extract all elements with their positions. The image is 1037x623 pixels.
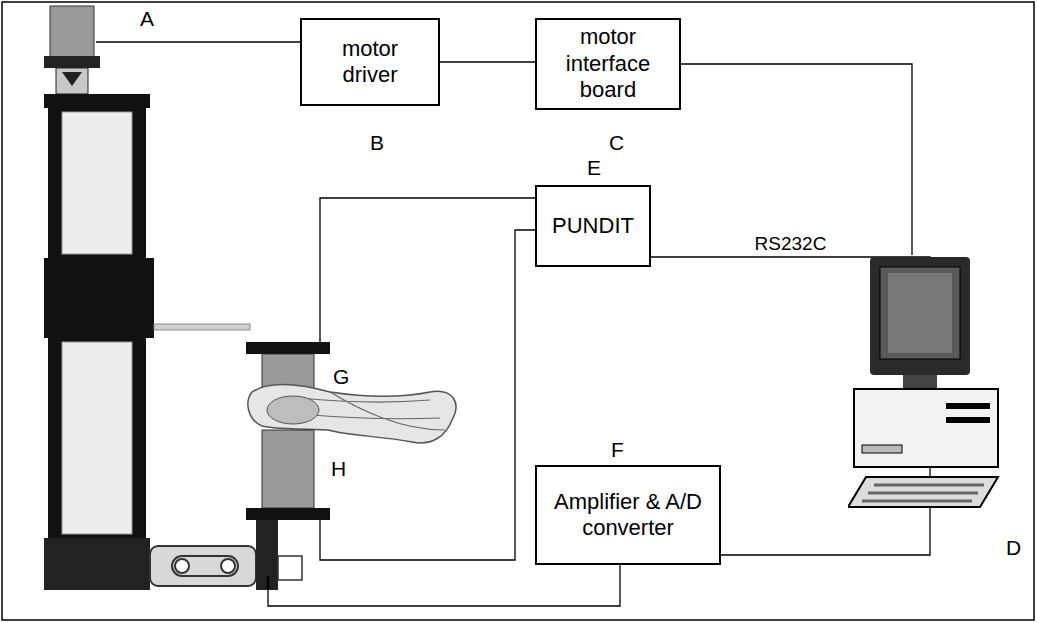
process-box: Amplifier & A/D converterF bbox=[535, 465, 721, 565]
linkage bbox=[172, 556, 238, 576]
linkage bbox=[150, 546, 256, 586]
column bbox=[48, 108, 146, 258]
screen bbox=[880, 267, 960, 359]
process-box: motor interface boardC bbox=[535, 18, 681, 110]
motor bbox=[50, 6, 94, 58]
coupling bbox=[44, 56, 100, 68]
heel bbox=[267, 396, 319, 424]
column bbox=[48, 338, 146, 538]
drive bbox=[946, 417, 990, 423]
computer-node: D bbox=[848, 255, 1003, 523]
monitor-stand bbox=[903, 375, 937, 389]
base bbox=[44, 538, 150, 590]
signal-line bbox=[440, 62, 535, 63]
callout-letter: B bbox=[370, 132, 384, 153]
line bbox=[721, 523, 930, 555]
load-cell bbox=[278, 556, 302, 580]
computer-illustration bbox=[848, 255, 1003, 523]
screen bbox=[888, 273, 952, 353]
edge-label: RS232C bbox=[753, 234, 829, 253]
callout-letter: D bbox=[1006, 537, 1021, 558]
box-text: PUNDIT bbox=[552, 213, 634, 239]
transducer-mount bbox=[246, 342, 330, 354]
coupling bbox=[56, 68, 88, 94]
process-box: motor driverB bbox=[300, 18, 440, 106]
transducer-mount bbox=[246, 508, 330, 520]
part-letter: A bbox=[140, 8, 154, 29]
transducer-wire bbox=[320, 198, 535, 342]
arm bbox=[154, 324, 250, 330]
pin bbox=[221, 559, 235, 573]
part-letter: G bbox=[333, 366, 349, 387]
coupling-jaw bbox=[62, 72, 82, 86]
transducer-wire bbox=[320, 230, 535, 560]
box-text: Amplifier & A/D converter bbox=[548, 489, 708, 542]
box-text: motor interface board bbox=[548, 24, 668, 103]
load-cell-wire bbox=[268, 565, 620, 606]
box-text: motor driver bbox=[320, 36, 420, 89]
part-letter: H bbox=[331, 458, 346, 479]
signal-line bbox=[681, 64, 912, 255]
motor-wire bbox=[96, 41, 300, 42]
foot-bones bbox=[300, 392, 445, 430]
process-box: PUNDITE bbox=[535, 185, 651, 267]
panel bbox=[862, 445, 902, 453]
transducer bbox=[262, 430, 314, 508]
callout-letter: C bbox=[609, 132, 624, 153]
callout-letter: E bbox=[587, 157, 601, 178]
monitor bbox=[870, 257, 970, 375]
keyboard bbox=[848, 477, 998, 507]
part-letter: I bbox=[265, 572, 271, 593]
slider bbox=[44, 258, 154, 338]
signal-line bbox=[721, 523, 930, 555]
keys bbox=[862, 485, 984, 501]
system-unit bbox=[854, 389, 998, 467]
drive bbox=[946, 403, 990, 409]
line bbox=[440, 61, 535, 62]
cylinder bbox=[62, 342, 132, 534]
pin bbox=[175, 559, 189, 573]
cylinder bbox=[62, 112, 132, 254]
flange bbox=[44, 94, 150, 108]
callout-letter: F bbox=[611, 439, 624, 460]
line bbox=[681, 64, 912, 255]
